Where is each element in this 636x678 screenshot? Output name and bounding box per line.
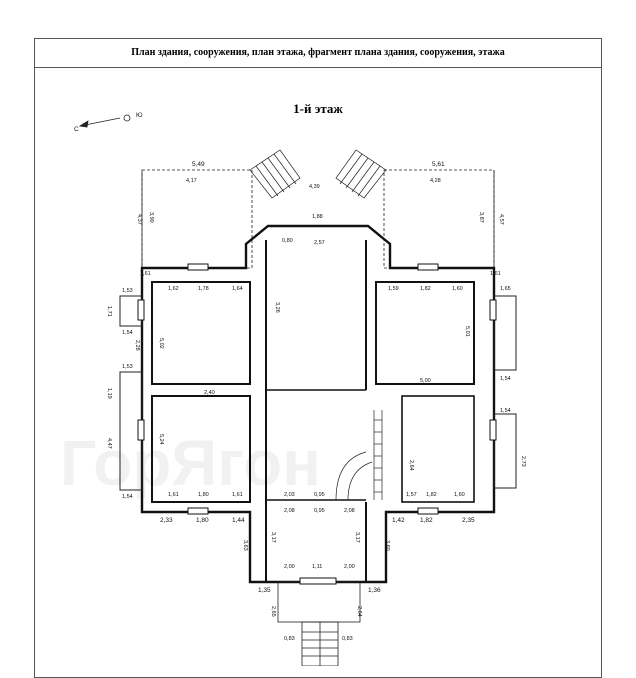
dim-bl-a: 2,40: [204, 390, 215, 396]
dim-step-c: 0,83: [284, 636, 295, 642]
dim-bottom-c: 1,44: [232, 517, 245, 524]
dim-tl-w: 1,62: [168, 286, 179, 292]
dim-tr-w2: 1,82: [420, 286, 431, 292]
dim-left-e: 1,53: [122, 364, 133, 370]
dim-hall-w: 2,57: [314, 240, 325, 246]
dim-left-porch-d: 4,37: [136, 214, 142, 225]
dim-tr-h: 5,01: [464, 326, 470, 337]
watermark-logo: ГорЯгон: [60, 427, 321, 499]
dim-ent-w3: 2,08: [344, 508, 355, 514]
watermark-text: ГорЯгон: [60, 427, 321, 499]
dim-left-h: 4,47: [106, 438, 112, 449]
dim-left-f: 1,19: [106, 388, 112, 399]
entrance-steps: [277, 581, 361, 666]
dim-br-h: 2,64: [408, 460, 414, 471]
compass-south: Ю: [136, 112, 143, 119]
dim-right-top: 1,61: [490, 271, 501, 277]
dim-right-a: 1,65: [500, 286, 511, 292]
dim-left-b: 1,71: [106, 306, 112, 317]
compass-icon: С Ю: [74, 112, 143, 133]
building-walls: [140, 224, 496, 584]
top-stairs: [249, 149, 387, 199]
dim-tr-w: 1,59: [388, 286, 399, 292]
dim-porch-d: 1,36: [368, 587, 381, 594]
dim-left-i: 1,54: [122, 494, 133, 500]
dim-step-a: 2,65: [270, 606, 276, 617]
dim-porch-c: 1,35: [258, 587, 271, 594]
dim-right-c: 1,54: [500, 376, 511, 382]
document-title: План здания, сооружения, план этажа, фра…: [34, 38, 602, 68]
dim-hb-w: 2,03: [284, 492, 295, 498]
dim-hb-b: 0,95: [314, 492, 325, 498]
dim-hall-h: 3,26: [274, 302, 280, 313]
dim-tr-w-bottom: 5,00: [420, 378, 431, 384]
dim-step-d: 0,83: [342, 636, 353, 642]
dim-porch-b: 3,60: [384, 540, 390, 551]
dim-ent-bw2: 1,11: [312, 564, 322, 570]
compass-north: С: [74, 126, 79, 133]
dim-left-a: 1,53: [122, 288, 133, 294]
windows: [137, 263, 497, 585]
dim-hall-a: 0,80: [282, 238, 293, 244]
dim-tl-w3: 1,64: [232, 286, 243, 292]
dim-left-c: 1,54: [122, 330, 133, 336]
dim-right-d: 1,54: [500, 408, 511, 414]
dim-tr-w3: 1,60: [452, 286, 463, 292]
dim-left-d: 2,28: [134, 340, 140, 351]
dim-ent-w: 2,08: [284, 508, 295, 514]
dim-tl-h: 5,02: [158, 338, 164, 349]
side-bays: [119, 295, 517, 491]
dim-bl-w2: 1,80: [198, 492, 209, 498]
dim-left-porch-inner: 4,17: [186, 178, 197, 184]
dim-bl-w: 1,61: [168, 492, 179, 498]
dim-left-porch-inner-d: 3,90: [148, 212, 154, 223]
dim-ent-h2: 3,17: [354, 532, 360, 543]
dim-right-porch-inner: 4,28: [430, 178, 441, 184]
dim-br-w2: 1,82: [426, 492, 437, 498]
dim-bottom-d: 1,42: [392, 517, 405, 524]
dim-middle: 4,39: [309, 184, 320, 190]
dim-right-e: 2,73: [520, 456, 526, 467]
dim-bay: 1,88: [312, 214, 323, 220]
dim-tl-w2: 1,78: [198, 286, 209, 292]
dim-bottom-e: 1,82: [420, 517, 433, 524]
dim-ent-bw3: 2,00: [344, 564, 355, 570]
floor-label: 1-й этаж: [293, 101, 343, 116]
dimension-labels: 5,49 4,17 4,37 3,90 5,61 4,28 4,57 3,87 …: [106, 161, 526, 642]
dim-bl-h: 5,24: [158, 434, 164, 445]
dim-br-w3: 1,60: [454, 492, 465, 498]
dim-porch-a: 3,63: [242, 540, 248, 551]
dim-step-b: 2,64: [356, 606, 362, 617]
dim-bl-w3: 1,61: [232, 492, 243, 498]
dim-bottom-f: 2,35: [462, 517, 475, 524]
dim-bottom-a: 2,33: [160, 517, 173, 524]
dim-right-porch-w: 5,61: [432, 161, 445, 168]
inner-staircase: [335, 410, 383, 501]
dim-left-porch-w: 5,49: [192, 161, 205, 168]
dim-ent-bw: 2,00: [284, 564, 295, 570]
document-title-text: План здания, сооружения, план этажа, фра…: [131, 47, 505, 58]
dim-ent-w2: 0,95: [314, 508, 325, 514]
dim-right-porch-d: 4,57: [498, 214, 504, 225]
dim-ent-h: 3,17: [270, 532, 276, 543]
dim-br-w: 1,57: [406, 492, 417, 498]
dim-right-porch-inner-d: 3,87: [478, 212, 484, 223]
dim-bottom-b: 1,80: [196, 517, 209, 524]
dim-left-top: 1,61: [140, 271, 151, 277]
